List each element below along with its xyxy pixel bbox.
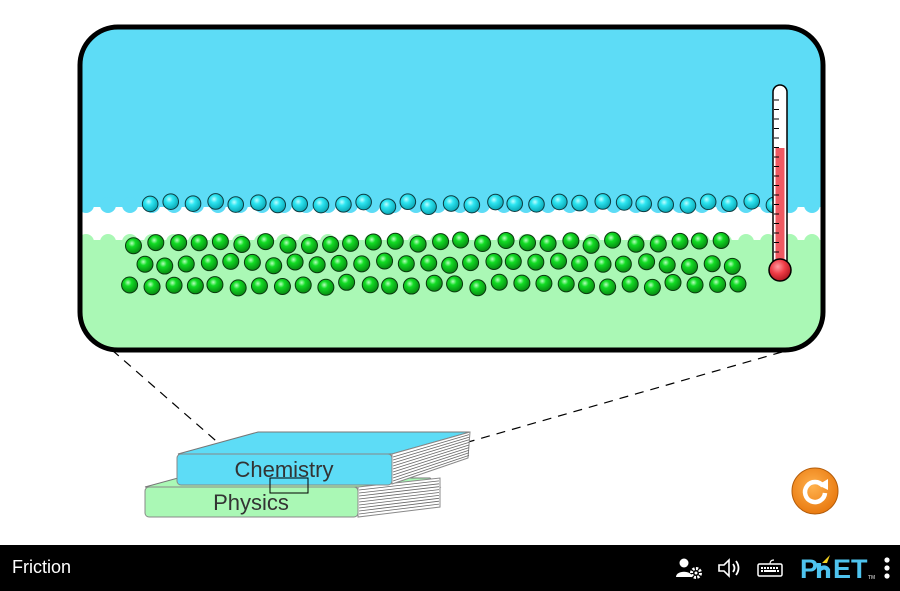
top-book-atoms [141, 192, 783, 216]
phet-menu-button[interactable] [880, 553, 894, 583]
zoom-indicator-rect [269, 477, 309, 494]
magnifier-border [77, 24, 826, 353]
keyboard-help-button[interactable] [755, 553, 785, 583]
svg-text:P: P [800, 554, 818, 583]
books: Physics Chemistry [144, 431, 471, 518]
preferences-button[interactable] [674, 553, 704, 583]
reset-icon [791, 467, 839, 515]
zoom-lines [111, 349, 783, 489]
physics-label: Physics [213, 490, 289, 515]
play-area: Physics Chemistry [77, 24, 840, 518]
phet-logo-icon: P ET TM [800, 554, 875, 583]
sim-title: Friction [12, 557, 72, 577]
svg-text:TM: TM [868, 575, 875, 581]
chemistry-book[interactable]: Chemistry [176, 431, 471, 486]
person-gear-icon [676, 558, 702, 579]
bottom-book-atoms [121, 231, 747, 297]
scene-svg: Physics Chemistry [77, 24, 826, 518]
thermometer [768, 84, 792, 282]
keyboard-icon [757, 559, 783, 577]
speaker-icon [718, 558, 740, 578]
svg-text:ET: ET [833, 554, 868, 583]
reset-all-button[interactable] [790, 466, 840, 516]
navigation-bar: Friction P ET [0, 545, 900, 591]
magnifier-view [80, 27, 823, 350]
audio-toggle-button[interactable] [715, 553, 745, 583]
phet-logo[interactable]: P ET TM [800, 553, 876, 583]
kebab-menu-icon [884, 557, 890, 579]
